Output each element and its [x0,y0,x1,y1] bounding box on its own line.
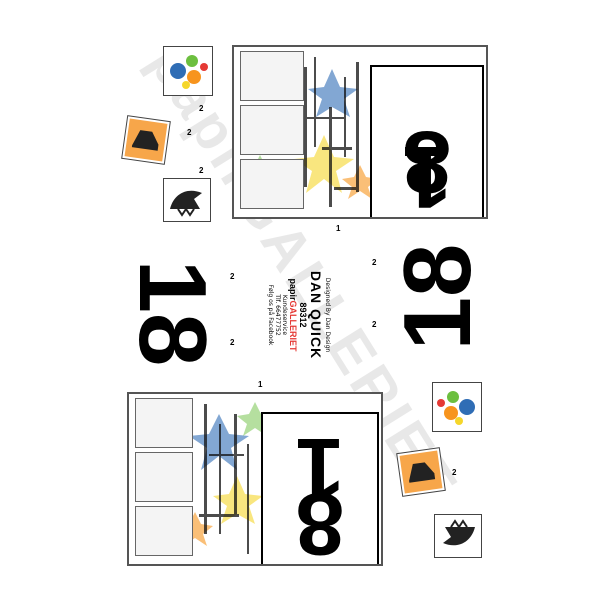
colored-dots-badge-right [432,382,482,432]
bird-icon [170,190,202,217]
count-label: 2 [452,468,457,477]
count-label: 1 [336,224,341,233]
count-label: 2 [199,104,204,113]
info-line-3: Følg os på Facebook [267,284,274,346]
count-label: 2 [230,338,235,347]
big-number-right-text: 18 [385,244,491,351]
brand-logo: papirGALLERIET [288,255,298,375]
info-line-2: Tlf. 66477752 [274,294,281,336]
top-card-panel: 8 1 [232,45,488,219]
photo-slot [135,398,193,448]
colored-dots-icon [437,391,475,425]
brand-suffix: GALLERIET [288,300,298,352]
large-number-right: 18 [385,244,491,351]
photo-slot [135,506,193,556]
large-number-left: 18 [119,260,225,367]
brand-prefix: papir [288,278,298,301]
shoe-badge-left [121,115,171,165]
splash-background [177,402,273,554]
photo-slot [240,51,304,101]
number-one-bottom: 1 [296,420,345,519]
jersey-number-card: 8 1 [370,65,484,217]
photo-slots [240,51,304,209]
count-label: 2 [230,272,235,281]
product-name: DAN QUICK [308,270,324,360]
count-label: 2 [187,128,192,137]
colored-dots-icon [170,55,208,89]
number-glyphs: 1 8 [296,420,345,564]
shoe-icon [399,450,443,494]
photo-slots [135,398,193,556]
bird-icon [443,519,475,546]
number-eight-top: 8 [403,113,452,212]
shoe-icon [124,118,168,162]
number-eight-bottom: 8 [296,475,345,564]
count-label: 2 [372,258,377,267]
bird-badge-left [163,178,211,222]
colored-dots-badge-left [163,46,213,96]
photo-slot [240,105,304,155]
shoe-badge-right [396,447,446,497]
number-one-top: 1 [403,128,452,217]
bottom-card-panel: 1 8 [127,392,383,566]
count-label: 1 [258,380,263,389]
photo-slot [240,159,304,209]
number-glyphs: 8 1 [403,113,452,217]
info-line-1: Kundeservice [281,294,288,336]
count-label: 2 [199,166,204,175]
photo-slot [135,452,193,502]
product-number: 89312 [298,302,308,328]
big-number-left-text: 18 [119,260,225,367]
bird-badge-right [434,514,482,558]
jersey-number-card: 1 8 [261,412,379,564]
center-label: Designed By Dan Design DAN QUICK 89312 p… [241,255,331,375]
count-label: 2 [372,320,377,329]
designer-credit: Designed By Dan Design [324,277,331,353]
